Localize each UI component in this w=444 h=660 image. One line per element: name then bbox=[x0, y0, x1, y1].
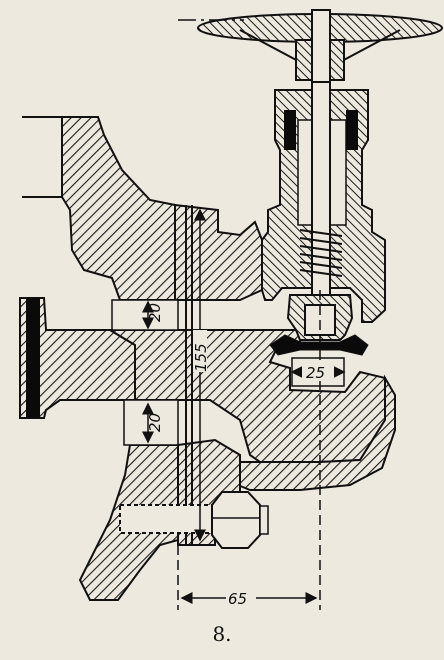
dim-label-valve-opening: 25 bbox=[306, 364, 325, 382]
lower-curved-shell bbox=[237, 374, 396, 491]
label-bg-155 bbox=[193, 330, 207, 372]
flange-gasket bbox=[26, 298, 40, 418]
spindle-top bbox=[311, 9, 331, 83]
hex-nut-icon bbox=[119, 491, 269, 549]
dim-label-gap-lower: 20 bbox=[146, 413, 164, 432]
label-bg-25 bbox=[302, 363, 334, 381]
dim-label-gap-upper: 20 bbox=[146, 303, 164, 322]
packing-left bbox=[284, 110, 296, 150]
valve-seat bbox=[269, 334, 369, 356]
center-lines bbox=[177, 19, 321, 610]
upper-gap bbox=[111, 299, 179, 331]
label-bg-65 bbox=[226, 588, 256, 608]
upper-flange-block bbox=[174, 203, 263, 301]
dim-label-offset: 65 bbox=[228, 590, 247, 608]
dim-label-overall-height: 155 bbox=[192, 343, 210, 372]
figure-caption: 8. bbox=[212, 622, 232, 646]
through-bolt bbox=[185, 205, 193, 545]
spindle-threads bbox=[299, 229, 343, 277]
hull-upper-casting bbox=[61, 116, 176, 301]
packing-right bbox=[346, 110, 358, 150]
